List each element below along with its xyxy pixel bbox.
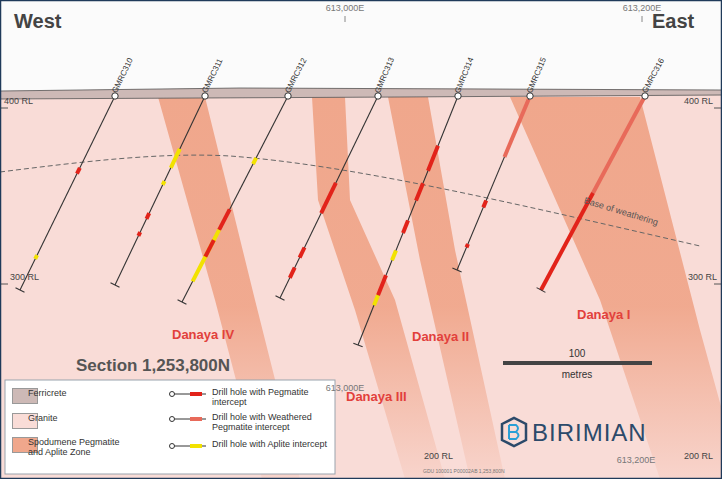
intercept xyxy=(504,99,528,156)
intercept xyxy=(163,181,165,185)
hole-end xyxy=(110,283,119,287)
direction-label: East xyxy=(652,10,694,32)
ferricrete xyxy=(0,88,722,99)
rl-label: 300 RL xyxy=(10,273,39,283)
pegmatite-zone xyxy=(510,97,722,479)
hole-end xyxy=(178,300,187,305)
rl-label: 300 RL xyxy=(688,273,717,283)
legend-text: Drill hole with Weathered Pegmatite inte… xyxy=(212,412,330,433)
legend-text: Granite xyxy=(28,413,120,423)
intercept xyxy=(171,149,180,168)
hole-end xyxy=(537,288,546,293)
intercept xyxy=(205,240,213,256)
legend-box xyxy=(5,380,335,474)
drill-hole xyxy=(541,96,645,290)
intercept xyxy=(138,232,140,236)
base-of-weathering xyxy=(0,155,700,246)
section-title: Section 1,253,800N xyxy=(76,357,230,376)
drill-holes xyxy=(16,93,649,347)
intercept xyxy=(219,209,230,230)
deposit-label: Danaya II xyxy=(412,330,469,344)
company-name: BIRIMIAN xyxy=(532,420,647,446)
intercept xyxy=(77,168,80,174)
legend-text: Drill hole with Aplite intercept xyxy=(212,439,330,449)
legend-line-samples xyxy=(170,392,207,449)
drawing-number: GDU 100001 P00002AB 1,253,800N xyxy=(423,469,505,475)
intercept xyxy=(428,146,438,171)
deposit-label: Danaya IV xyxy=(172,328,234,342)
intercept xyxy=(35,255,37,259)
rl-label: 200 RL xyxy=(424,452,453,462)
intercept xyxy=(593,96,645,193)
drill-hole xyxy=(358,96,458,345)
hole-end xyxy=(353,343,362,347)
direction-label: West xyxy=(14,10,61,32)
legend-text: Ferricrete xyxy=(28,388,120,398)
legend-text: Spodumene Pegmatite and Aplite Zone xyxy=(28,437,120,458)
intercept xyxy=(193,230,220,282)
scale-label: 100 xyxy=(569,348,586,359)
intercept xyxy=(416,183,423,200)
intercept xyxy=(253,158,256,164)
drill-hole xyxy=(20,96,115,290)
intercept xyxy=(300,248,305,258)
intercept xyxy=(483,200,486,207)
intercept xyxy=(374,295,378,305)
birimian-logo xyxy=(502,418,526,446)
tick xyxy=(345,16,346,22)
easting-label: 613,200E xyxy=(617,456,656,466)
rl-label: 200 RL xyxy=(684,452,713,462)
drill-hole xyxy=(457,96,530,270)
tick xyxy=(642,16,643,22)
rl-label: 400 RL xyxy=(4,97,33,107)
deposit-label: Danaya I xyxy=(577,308,630,322)
intercept xyxy=(541,193,593,290)
drill-hole xyxy=(115,96,205,285)
scale-bar xyxy=(503,361,652,365)
easting-label: 613,000E xyxy=(326,4,365,14)
scale-label: metres xyxy=(562,369,593,380)
intercept xyxy=(290,268,295,278)
pegmatite-zone xyxy=(388,97,505,479)
legend-text: Drill hole with Pegmatite intercept xyxy=(212,387,330,408)
intercept xyxy=(466,244,467,247)
intercept xyxy=(321,183,336,213)
intercept xyxy=(392,250,396,260)
intercept xyxy=(403,221,408,233)
drill-hole xyxy=(182,96,288,302)
hole-end xyxy=(16,288,25,292)
sky xyxy=(0,0,722,91)
drill-hole xyxy=(280,96,378,298)
easting-label: 613,200E xyxy=(623,4,662,14)
intercept xyxy=(378,275,386,295)
hole-end xyxy=(452,268,461,272)
intercept xyxy=(147,213,150,219)
hole-end xyxy=(276,296,285,300)
rl-label: 400 RL xyxy=(684,97,713,107)
deposit-label: Danaya III xyxy=(346,390,407,404)
